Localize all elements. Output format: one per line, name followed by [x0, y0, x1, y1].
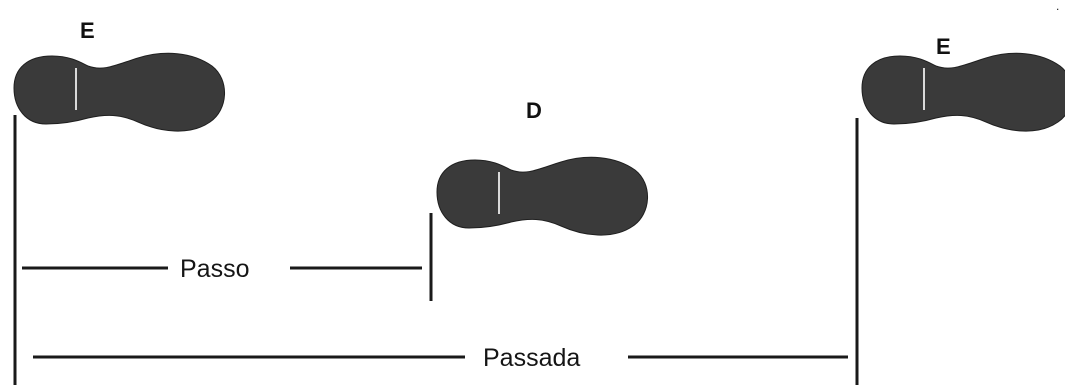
- footprint-left-1: [14, 53, 225, 131]
- stride-label: Passada: [483, 344, 580, 372]
- corner-mark: .: [1056, 0, 1059, 13]
- footprint-label-left-1: E: [80, 18, 95, 43]
- footprint-left-2: [862, 53, 1065, 131]
- footprint-label-right: D: [526, 98, 542, 123]
- footprint-right: [437, 157, 648, 235]
- step-label: Passo: [180, 255, 249, 283]
- footprint-label-left-2: E: [936, 34, 951, 59]
